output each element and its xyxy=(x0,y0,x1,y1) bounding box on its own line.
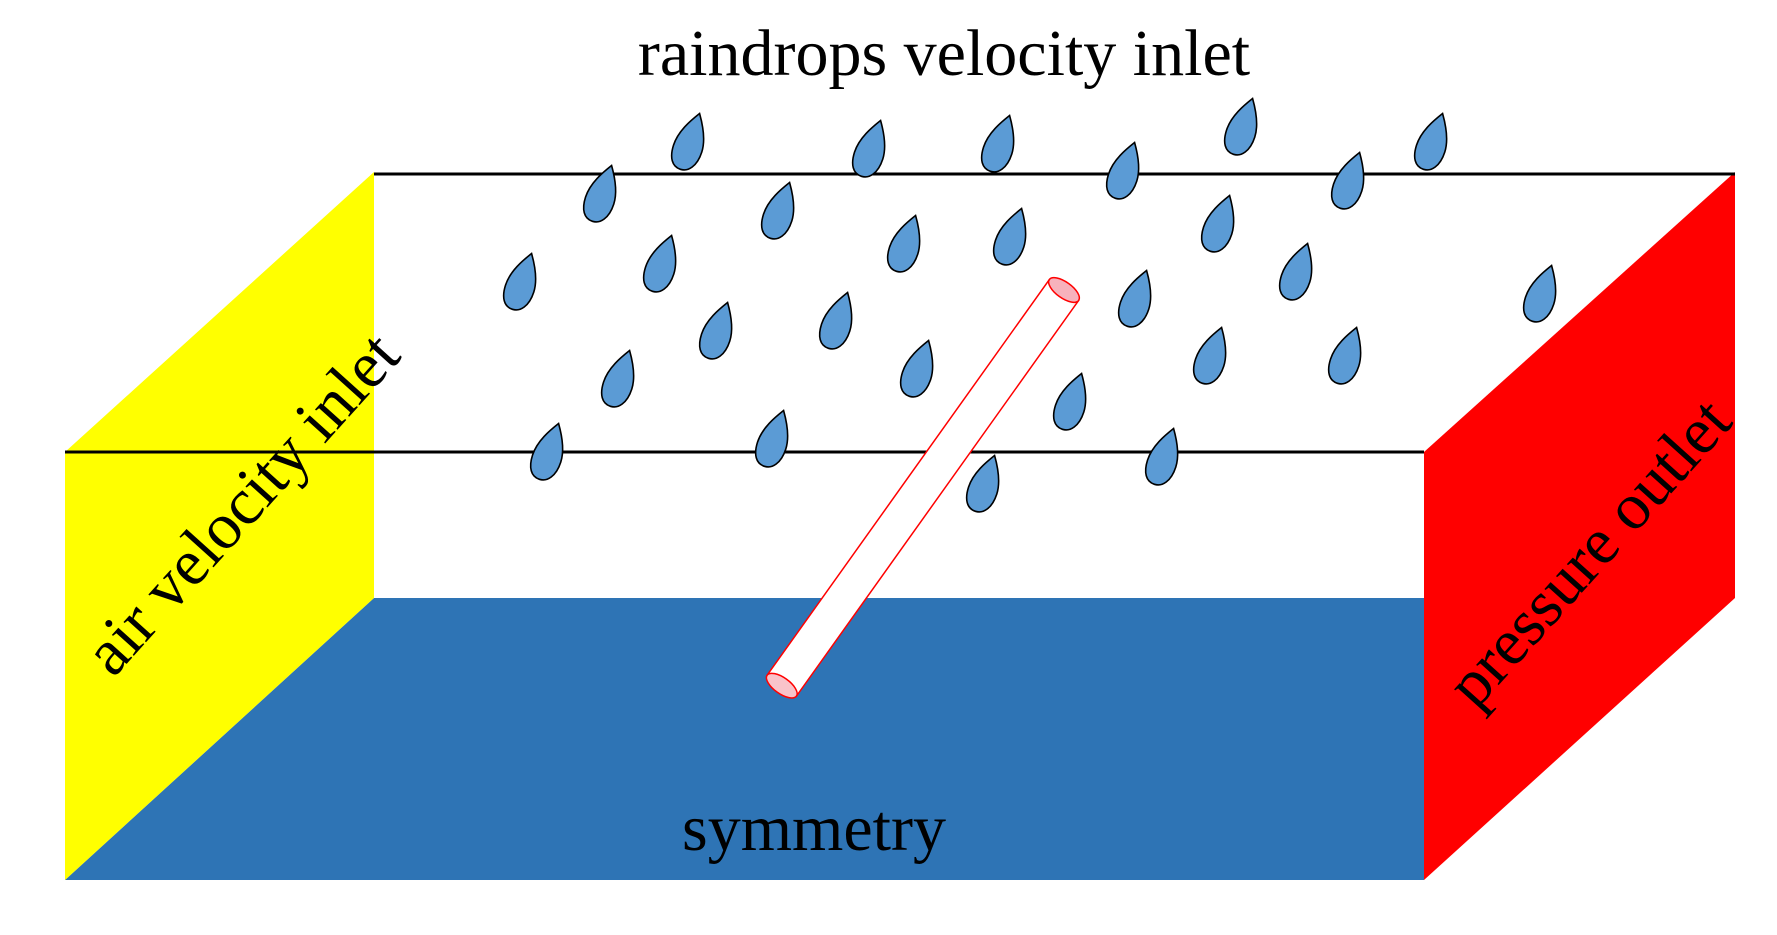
raindrop xyxy=(754,409,789,468)
raindrop xyxy=(818,291,853,350)
cylinder xyxy=(765,276,1081,699)
raindrop xyxy=(851,119,886,178)
raindrop xyxy=(992,207,1027,266)
raindrop xyxy=(965,454,1000,513)
raindrop xyxy=(1052,372,1087,431)
bottom-label: symmetry xyxy=(682,792,946,865)
raindrop xyxy=(1327,326,1362,385)
top-label: raindrops velocity inlet xyxy=(638,17,1250,90)
air-velocity-inlet-face xyxy=(65,172,374,880)
raindrop xyxy=(1413,112,1448,171)
raindrop xyxy=(582,164,617,223)
raindrop xyxy=(1200,194,1235,253)
raindrop xyxy=(670,112,705,171)
raindrop xyxy=(886,214,921,273)
cylinder-near-cap xyxy=(765,672,798,699)
symmetry-floor xyxy=(65,598,1424,880)
raindrop xyxy=(502,252,537,311)
raindrop xyxy=(1105,141,1140,200)
raindrop xyxy=(1144,427,1179,486)
raindrop xyxy=(529,422,564,481)
raindrop xyxy=(642,234,677,293)
raindrop xyxy=(1223,97,1258,156)
raindrop xyxy=(1278,242,1313,301)
cylinder-far-cap xyxy=(1047,276,1081,304)
raindrop xyxy=(698,301,733,360)
raindrop xyxy=(600,349,635,408)
raindrops xyxy=(502,97,1557,513)
raindrop xyxy=(1117,269,1152,328)
raindrop xyxy=(1330,151,1365,210)
raindrop xyxy=(1522,264,1557,323)
raindrop xyxy=(1192,326,1227,385)
raindrop xyxy=(760,181,795,240)
raindrop xyxy=(980,114,1015,173)
raindrop xyxy=(899,339,934,398)
pressure-outlet-face xyxy=(1424,172,1735,880)
